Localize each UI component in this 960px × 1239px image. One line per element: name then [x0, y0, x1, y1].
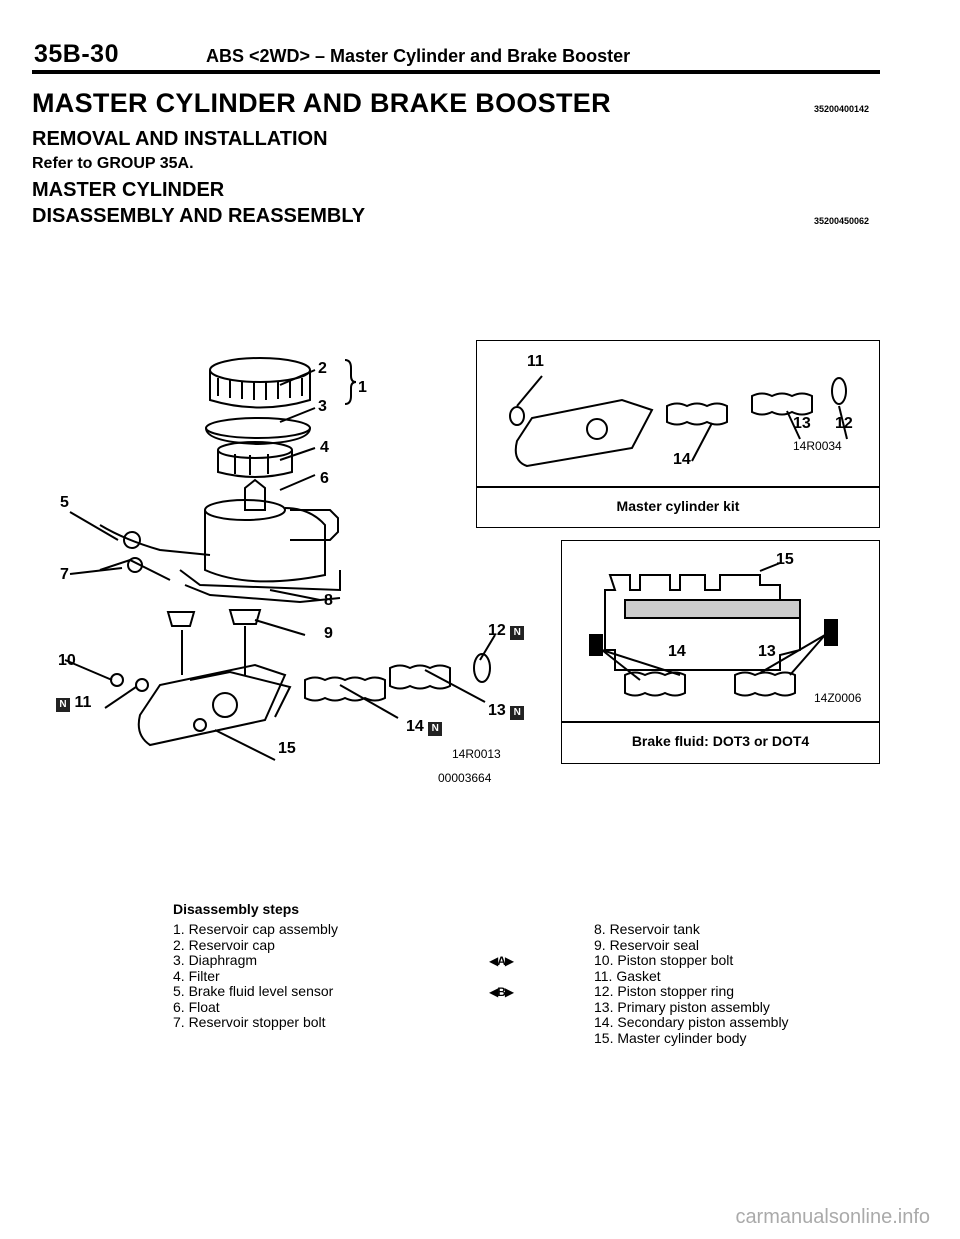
master-cylinder-kit-box: 11 13 12 14 14R0034 Master cylinder kit [476, 340, 880, 528]
callout-4: 4 [320, 439, 329, 456]
fluid-caption: Brake fluid: DOT3 or DOT4 [631, 733, 810, 749]
step-item: 13. Primary piston assembly [594, 998, 770, 1015]
step-item: 10. Piston stopper bolt [594, 952, 734, 968]
step-item: 2. Reservoir cap [173, 936, 275, 953]
callout-5: 5 [60, 494, 69, 511]
figure-id: 00003664 [438, 771, 492, 785]
steps-heading: Disassembly steps [173, 901, 300, 917]
steps-right-list: 8. Reservoir tank 9. Reservoir seal 10. … [594, 921, 789, 1046]
step-item: 15. Master cylinder body [594, 1029, 747, 1046]
steps-left-list: 1. Reservoir cap assembly 2. Reservoir c… [173, 921, 338, 1031]
fluid-box-divider [562, 721, 879, 723]
callout-1: 1 [358, 379, 367, 396]
step-item: 12. Piston stopper ring [594, 983, 735, 999]
fluid-callout-15: 15 [776, 551, 794, 568]
step-item: 11. Gasket [594, 967, 661, 984]
new-part-icon: N [510, 706, 525, 720]
step-item: 6. Float [173, 998, 220, 1015]
fluid-figure-code: 14Z0006 [814, 691, 862, 705]
callout-7: 7 [60, 566, 69, 583]
kit-caption: Master cylinder kit [616, 498, 740, 514]
disassembly-code: 35200450062 [814, 216, 870, 226]
figure-code: 14R0013 [452, 747, 501, 761]
callout-3: 3 [318, 398, 327, 415]
step-item: 7. Reservoir stopper bolt [173, 1014, 326, 1030]
kit-callout-12: 12 [835, 415, 853, 432]
step-item: 5. Brake fluid level sensor [173, 983, 334, 999]
fluid-callout-14: 14 [668, 643, 686, 660]
callout-10: 10 [58, 652, 76, 669]
page-number: 35B-30 [34, 40, 119, 68]
callout-6: 6 [320, 470, 329, 487]
callout-13: 13 N [488, 702, 525, 720]
kit-box-divider [477, 486, 879, 488]
fluid-callout-13: 13 [758, 643, 776, 660]
brake-fluid-box: 15 14 13 14Z0006 Brake fluid: DOT3 or DO… [561, 540, 880, 764]
main-title: MASTER CYLINDER AND BRAKE BOOSTER [32, 88, 611, 118]
step-item: 4. Filter [173, 967, 220, 984]
kit-callout-11: 11 [527, 353, 544, 370]
kit-callout-14: 14 [673, 451, 691, 468]
step-item: 3. Diaphragm [173, 952, 258, 968]
callout-12: 12 N [488, 622, 525, 640]
kit-figure-code: 14R0034 [793, 439, 842, 453]
step-item: 14. Secondary piston assembly [594, 1014, 789, 1030]
removal-reference: Refer to GROUP 35A. [32, 155, 194, 172]
kit-callout-13: 13 [793, 415, 811, 432]
brake-fluid-diagram [589, 562, 838, 697]
header-rule [32, 70, 880, 74]
new-part-icon: N [428, 722, 443, 736]
note-marker-b: ◀B▶ [489, 985, 514, 999]
new-part-icon: N [56, 698, 70, 712]
main-code: 35200400142 [814, 104, 870, 114]
callout-11: N 11 [56, 694, 91, 712]
step-item: 8. Reservoir tank [594, 921, 700, 937]
section-title: ABS <2WD> – Master Cylinder and Brake Bo… [206, 46, 631, 66]
disassembly-heading: DISASSEMBLY AND REASSEMBLY [32, 205, 366, 227]
master-cylinder-heading: MASTER CYLINDER [32, 179, 225, 201]
callout-9: 9 [324, 625, 333, 642]
new-part-icon: N [510, 626, 525, 640]
callout-2: 2 [318, 360, 327, 377]
callout-8: 8 [324, 592, 333, 609]
exploded-diagram [64, 357, 496, 761]
watermark: carmanualsonline.info [735, 1206, 930, 1228]
step-item: 1. Reservoir cap assembly [173, 921, 338, 937]
callout-14: 14 N [406, 718, 443, 736]
note-marker-a: ◀A▶ [489, 954, 514, 968]
callout-15: 15 [278, 740, 296, 757]
removal-heading: REMOVAL AND INSTALLATION [32, 128, 328, 150]
kit-diagram [509, 375, 848, 468]
step-item: 9. Reservoir seal [594, 936, 700, 953]
